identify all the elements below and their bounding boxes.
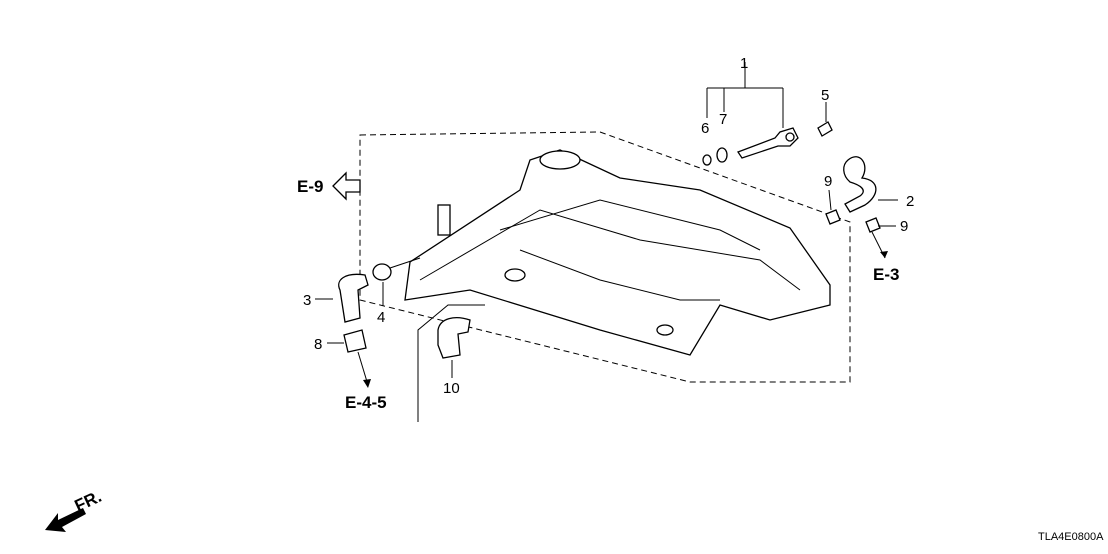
arrow-e9 <box>332 171 361 201</box>
part-fitting-8 <box>343 329 367 353</box>
part-bolt-5 <box>817 121 833 137</box>
callout-4: 4 <box>377 309 385 326</box>
callout-1: 1 <box>740 55 748 72</box>
part-clamp-9a <box>825 209 841 225</box>
part-clamp-4 <box>372 263 392 281</box>
callout-9a: 9 <box>824 173 832 190</box>
cylinder-head-cover <box>404 149 831 356</box>
part-washer-6 <box>702 154 712 166</box>
callout-8: 8 <box>314 336 322 353</box>
part-hose-2 <box>843 156 877 213</box>
callout-7: 7 <box>719 111 727 128</box>
callout-10: 10 <box>443 380 460 397</box>
arrow-e3 <box>880 251 888 258</box>
diagram-code: TLA4E0800A <box>1038 531 1104 543</box>
ref-e9[interactable]: E-9 <box>297 177 323 196</box>
part-clamp-9b <box>865 217 881 233</box>
arrow-e45 <box>363 379 371 388</box>
callout-9b: 9 <box>900 218 908 235</box>
part-oring-7 <box>716 147 728 163</box>
callout-6: 6 <box>701 120 709 137</box>
assembly-boundary <box>359 131 851 383</box>
ref-e4-5[interactable]: E-4-5 <box>345 393 387 412</box>
part-pcv-valve <box>737 127 799 159</box>
front-arrow-icon <box>45 508 86 532</box>
part-hose-10 <box>437 317 471 359</box>
part-hose-3 <box>338 273 369 323</box>
ref-e3[interactable]: E-3 <box>873 265 899 284</box>
callout-3: 3 <box>303 292 311 309</box>
callout-5: 5 <box>821 87 829 104</box>
callout-2: 2 <box>906 193 914 210</box>
